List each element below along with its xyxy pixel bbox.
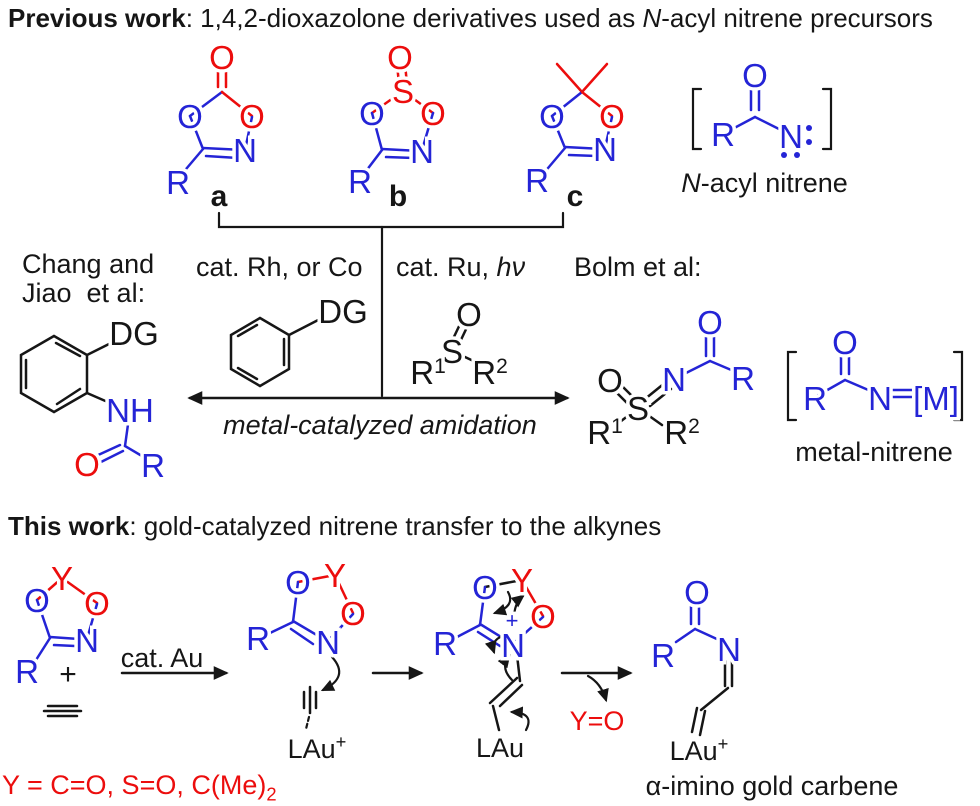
atom-N: N [717, 631, 741, 668]
atom-O: O [74, 446, 100, 483]
atom-S: S [627, 390, 649, 427]
lau-label: LAu [475, 733, 525, 763]
atom-R: R [166, 164, 190, 201]
plus-charge: + [506, 608, 519, 633]
structure-a-dioxazolone: O O O N R [163, 36, 269, 205]
atom-O: O [359, 95, 385, 132]
atom-O: O [599, 98, 625, 135]
atom-N: N [410, 133, 434, 170]
atom-O: O [177, 98, 203, 135]
atom-O: O [420, 95, 446, 132]
anilide-product: DG NH O R [19, 312, 168, 488]
cat-ru-hv-caption: cat. Ru, hν [396, 252, 526, 282]
atom-N: N [779, 118, 803, 155]
atom-R: R [246, 620, 270, 657]
previous-work-title: Previous work: 1,4,2-dioxazolone derivat… [8, 3, 933, 33]
amidation-caption: metal-catalyzed amidation [223, 410, 537, 440]
atom-R: R [651, 637, 675, 674]
atom-R2: R2 [664, 414, 700, 451]
atom-N: N [316, 624, 340, 661]
atom-Y: Y [324, 557, 346, 594]
atom-O: O [456, 296, 482, 333]
atom-N: N [868, 380, 892, 417]
atom-O: O [742, 57, 768, 94]
atom-N: N [75, 622, 99, 659]
lau-plus-label-2: LAu+ [669, 733, 729, 766]
atom-R1: R1 [587, 414, 623, 451]
atom-Y: Y [51, 560, 73, 597]
atom-R: R [141, 447, 165, 484]
chang-jiao-caption-line2: Jiao et al: [22, 278, 146, 308]
structure-c-dimethyl-dioxazole: O O N R [522, 62, 628, 203]
atom-R1: R1 [410, 354, 446, 391]
atom-O: O [597, 362, 623, 399]
atom-O: O [472, 569, 498, 606]
n-acyl-nitrene-caption: N-acyl nitrene [681, 168, 848, 198]
atom-O: O [84, 585, 110, 622]
atom-O: O [530, 598, 556, 635]
atom-M-bracket: [M] [913, 380, 959, 417]
atom-R: R [348, 163, 372, 200]
cat-au-caption: cat. Au [120, 643, 204, 673]
atom-N: N [233, 132, 257, 169]
atom-O: O [340, 595, 366, 632]
bolm-caption: Bolm et al: [574, 252, 702, 282]
atom-O: O [285, 564, 311, 601]
atom-S: S [441, 333, 463, 370]
structure-b-dioxathiazole-oxide: O S O O N R [345, 36, 450, 204]
atom-N: N [501, 627, 525, 664]
benzene-dg-reagent: DG [229, 290, 371, 388]
atom-O: O [697, 304, 723, 341]
alpha-imino-gold-carbene-structure: O N R [648, 571, 744, 737]
atom-R2: R2 [472, 354, 508, 391]
this-work-title: This work: gold-catalyzed nitrene transf… [8, 511, 662, 541]
atom-DG: DG [109, 315, 159, 352]
atom-DG: DG [318, 293, 368, 330]
chang-jiao-caption-line1: Chang and [22, 249, 155, 279]
atom-O: O [24, 582, 50, 619]
label-c: c [566, 180, 584, 213]
alpha-imino-carbene-caption: α-imino gold carbene [645, 771, 899, 801]
atom-O: O [539, 98, 565, 135]
atom-O: O [239, 98, 265, 135]
label-a: a [210, 180, 228, 213]
atom-R: R [711, 116, 735, 153]
atom-N: N [593, 131, 617, 168]
n-acyl-nitrene-structure: O R N [691, 54, 833, 159]
metal-nitrene-structure: R O N [M] [786, 321, 964, 422]
atom-O: O [832, 324, 858, 361]
atom-R: R [803, 380, 827, 417]
connector-bracket [217, 211, 565, 398]
plus-sign: + [59, 658, 77, 691]
generic-dioxazole-reactant: Y O O N R + [12, 557, 113, 718]
gold-alkyne-attack-intermediate: O Y O N R [243, 554, 369, 731]
atom-S: S [392, 73, 414, 110]
atom-N: N [662, 361, 686, 398]
atom-R: R [731, 360, 755, 397]
atom-R: R [525, 162, 549, 199]
y-definition-caption: Y = C=O, S=O, C(Me)2 [2, 770, 277, 805]
atom-O: O [209, 39, 235, 76]
atom-Y: Y [511, 562, 533, 599]
metal-nitrene-caption: metal-nitrene [795, 437, 953, 467]
y-equals-o-byproduct: Y=O [569, 706, 625, 736]
label-b: b [388, 180, 408, 213]
atom-O: O [684, 574, 710, 611]
sulfoximine-product: O S R1 R2 N O R [584, 301, 759, 455]
atom-O: O [387, 39, 413, 76]
elimination-curved-arrow [586, 674, 609, 703]
fragmentation-intermediate: O Y O N R + [430, 559, 559, 732]
atom-NH: NH [106, 392, 154, 429]
atom-R: R [433, 625, 457, 662]
sulfoxide-reagent: O S R1 R2 [407, 293, 512, 395]
lau-plus-label-1: LAu+ [287, 731, 347, 764]
cat-rh-co-caption: cat. Rh, or Co [196, 252, 363, 282]
atom-R: R [15, 653, 39, 690]
